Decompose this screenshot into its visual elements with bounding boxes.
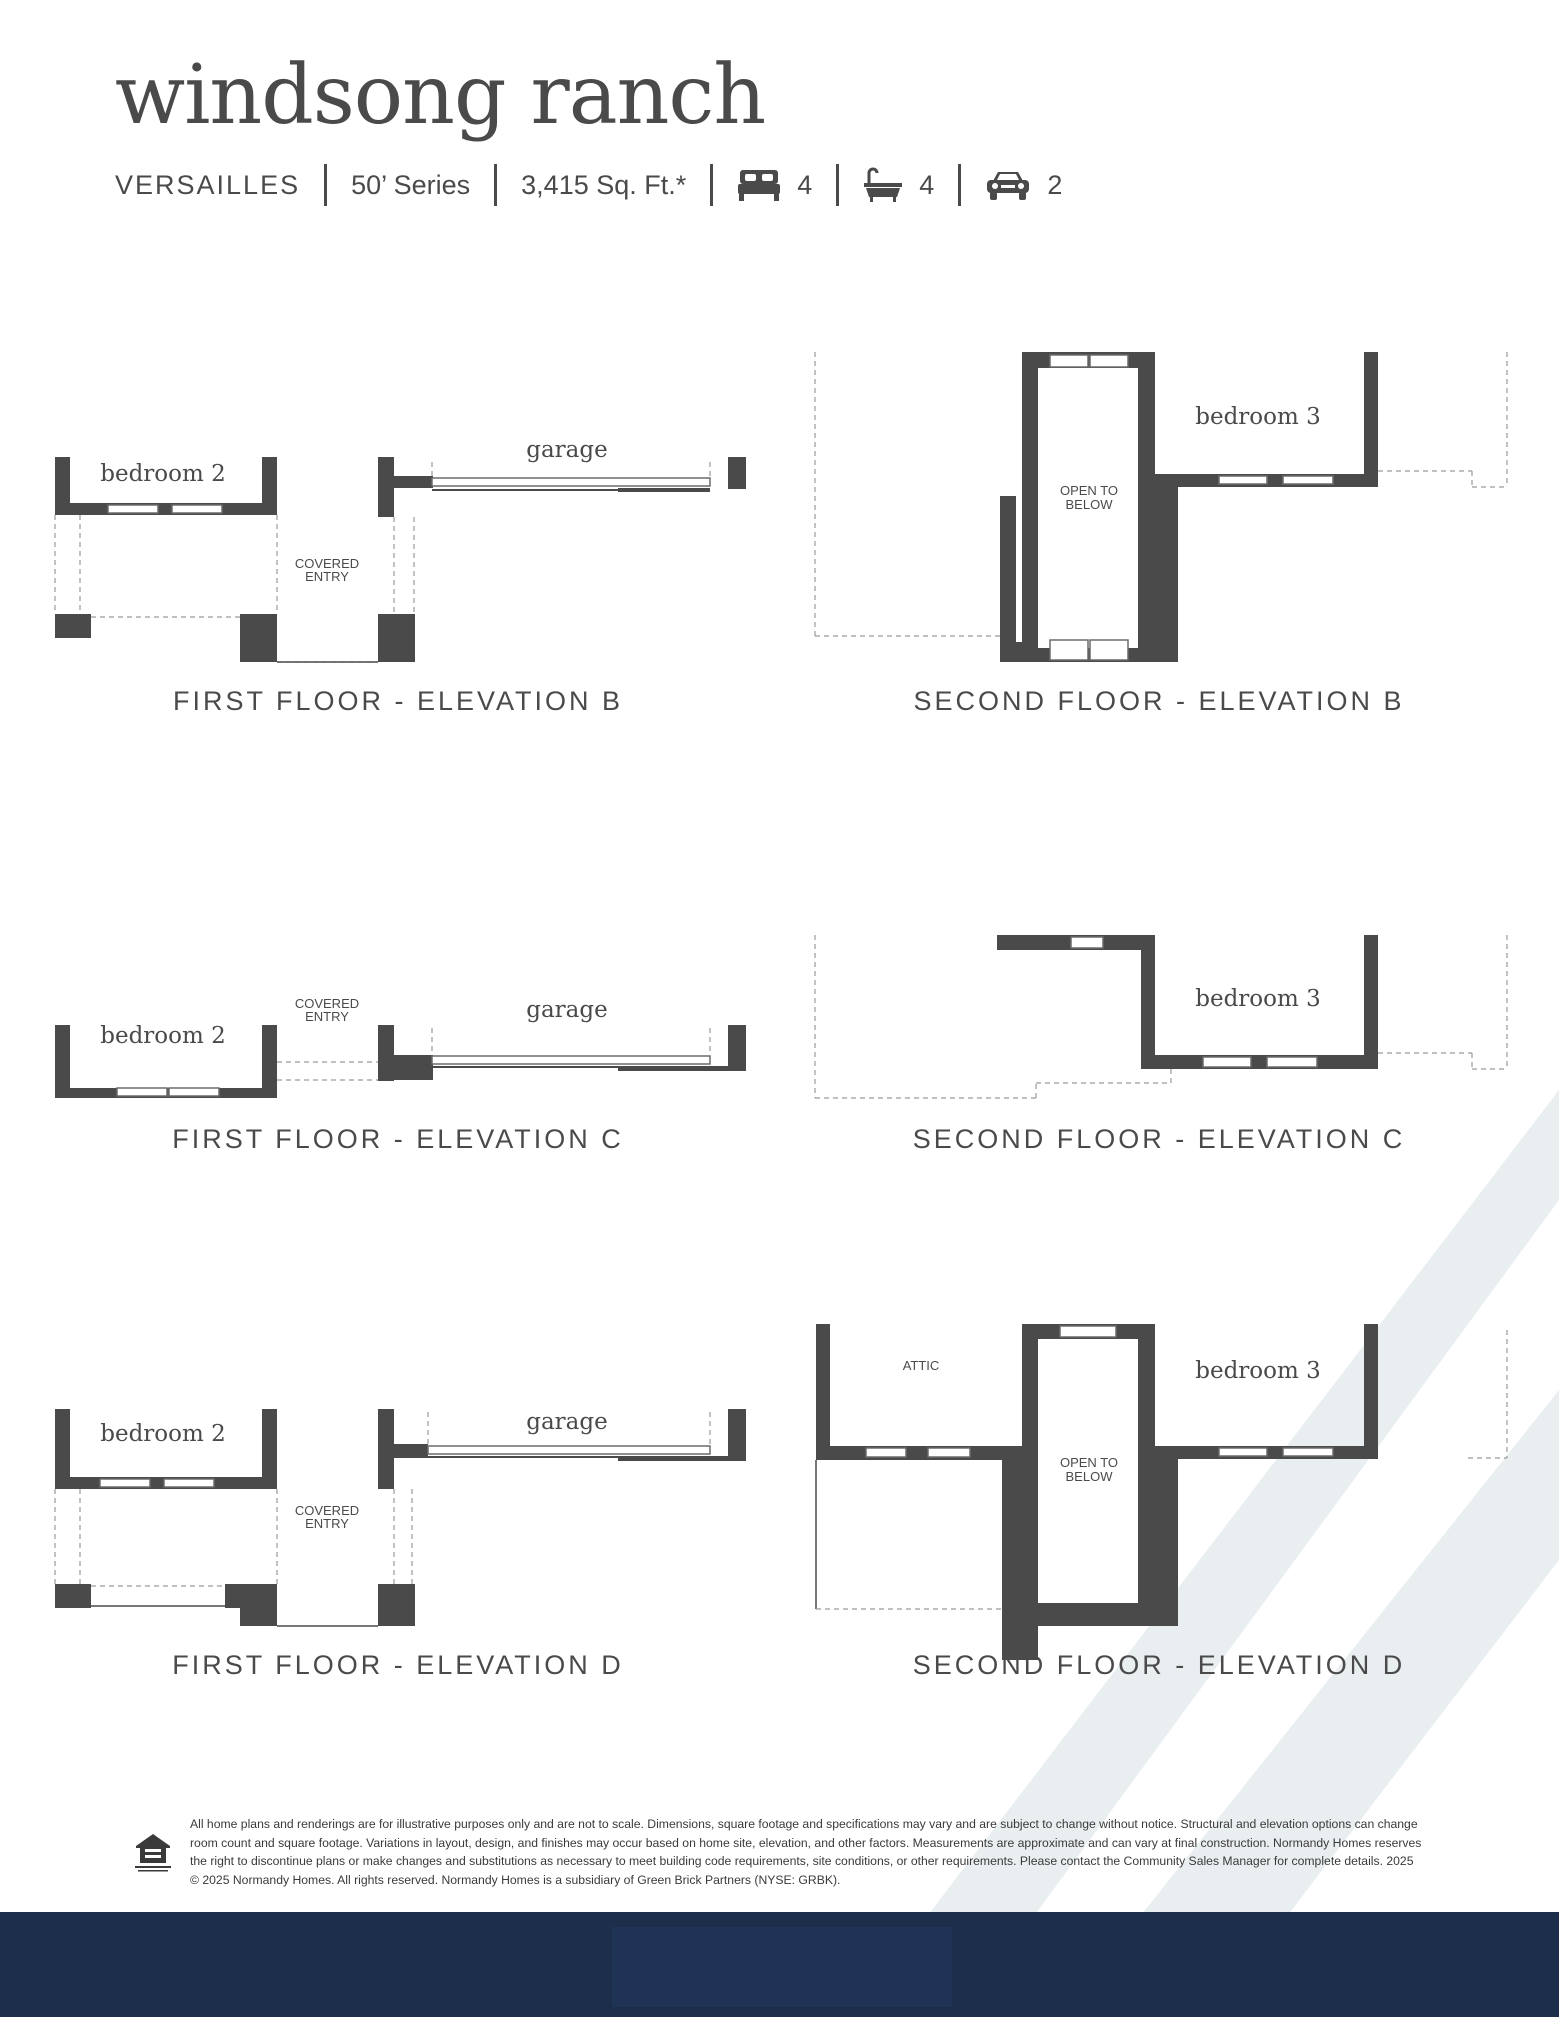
bed-icon: [737, 168, 781, 202]
disclaimer-line: room count and square footage. Variation…: [190, 1835, 1422, 1850]
equal-housing-opportunity-logo: [132, 1830, 174, 1877]
model-name: VERSAILLES: [115, 169, 301, 200]
bathroom-count: 4: [919, 169, 935, 200]
garage-count: 2: [1047, 169, 1063, 200]
second-floor-elevation-c-label: SECOND FLOOR - ELEVATION C: [912, 1124, 1406, 1154]
series: 50’ Series: [351, 169, 471, 200]
square-footage: 3,415 Sq. Ft.*: [521, 169, 687, 200]
divider: [958, 164, 962, 206]
divider: [836, 164, 840, 206]
second-floor-elevation-b-label: SECOND FLOOR - ELEVATION B: [913, 686, 1405, 716]
legal-disclaimer: All home plans and renderings are for il…: [190, 1815, 1445, 1889]
disclaimer-line: All home plans and renderings are for il…: [190, 1817, 1418, 1831]
divider: [324, 164, 328, 206]
footer-panel: [612, 1927, 952, 2007]
car-icon: [985, 168, 1031, 202]
bedroom-count: 4: [797, 169, 813, 200]
divider: [494, 164, 498, 206]
copyright-line: © 2025 Normandy Homes. All rights reserv…: [190, 1872, 841, 1887]
first-floor-elevation-d-label: FIRST FLOOR - ELEVATION D: [172, 1650, 624, 1680]
disclaimer-line: the right to discontinue plans or make c…: [190, 1854, 1414, 1868]
first-floor-elevation-b-label: FIRST FLOOR - ELEVATION B: [172, 686, 624, 716]
home-specs: VERSAILLES 50’ Series 3,415 Sq. Ft.* 4 4: [115, 160, 1062, 210]
bathtub-icon: [863, 167, 903, 203]
second-floor-elevation-d-label: SECOND FLOOR - ELEVATION D: [912, 1650, 1406, 1680]
divider: [710, 164, 714, 206]
first-floor-elevation-c-label: FIRST FLOOR - ELEVATION C: [172, 1124, 624, 1154]
community-title: windsong ranch: [115, 48, 766, 143]
footer-bar: [0, 1912, 1559, 2017]
